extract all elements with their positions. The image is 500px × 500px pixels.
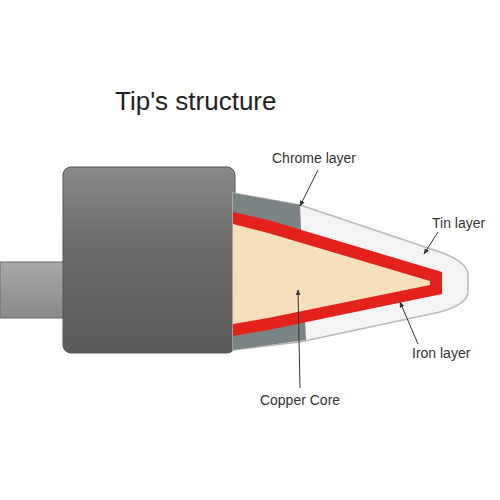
leader-line — [424, 232, 438, 254]
part-label: Copper Core — [260, 392, 340, 408]
shaft-rod — [0, 262, 66, 318]
leader-line — [298, 290, 300, 388]
part-label: Tin layer — [432, 215, 485, 231]
iron-layer — [233, 212, 442, 336]
part-label: Chrome layer — [272, 150, 356, 166]
leader-line — [300, 170, 318, 206]
part-label: Iron layer — [412, 345, 470, 361]
barrel — [63, 167, 235, 353]
leader-line — [400, 302, 418, 344]
copper-core — [233, 224, 430, 324]
diagram-title: Tip's structure — [115, 86, 276, 117]
